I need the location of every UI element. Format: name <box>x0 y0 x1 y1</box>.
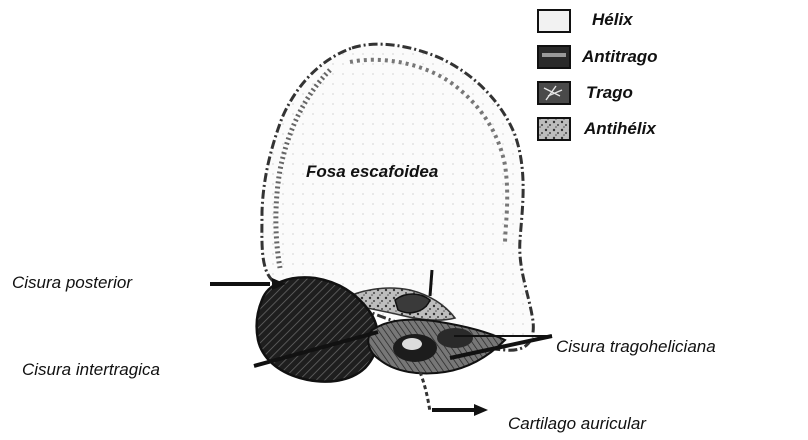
legend-label-antitrago: Antitrago <box>582 47 658 67</box>
cartilago-arrowhead <box>474 404 488 416</box>
trago-lobe-light <box>402 338 422 350</box>
legend-label-trago: Trago <box>586 83 633 103</box>
cartilage-stem <box>420 372 430 412</box>
trago-lobe-2 <box>437 328 473 348</box>
trago-tick <box>430 270 432 296</box>
legend-swatch-helix <box>538 10 570 32</box>
label-cartilago-auricular: Cartilago auricular <box>508 414 646 434</box>
legend-swatch-antihelix <box>538 118 570 140</box>
label-cisura-tragoheliciana: Cisura tragoheliciana <box>556 337 716 357</box>
label-cisura-intertragica: Cisura intertragica <box>22 360 160 380</box>
legend-label-helix: Hélix <box>592 10 633 30</box>
legend-label-antihelix: Antihélix <box>584 119 656 139</box>
label-cisura-posterior: Cisura posterior <box>12 273 132 293</box>
label-fosa-escafoidea: Fosa escafoidea <box>306 162 438 182</box>
